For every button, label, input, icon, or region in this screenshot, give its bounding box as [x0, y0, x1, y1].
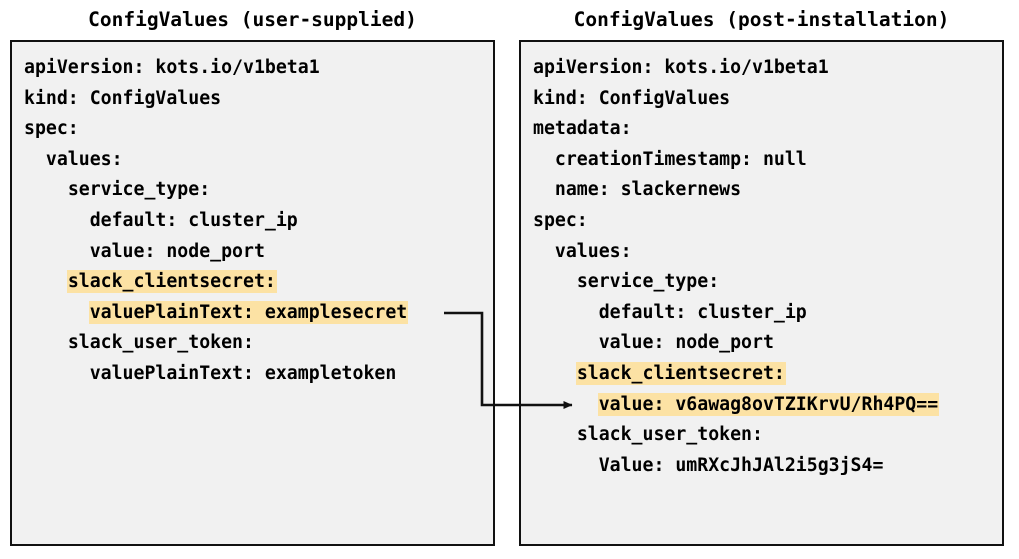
yaml-text: service_type:	[576, 271, 720, 293]
yaml-line: apiVersion: kots.io/v1beta1	[533, 53, 998, 84]
yaml-line: name: slackernews	[533, 175, 998, 206]
yaml-indent	[24, 149, 46, 170]
yaml-line: values:	[533, 237, 998, 268]
yaml-text: values:	[45, 148, 123, 170]
yaml-text-highlighted: valuePlainText: examplesecret	[89, 301, 408, 323]
yaml-line: spec:	[24, 114, 489, 145]
left-panel-configvalues-user-supplied: apiVersion: kots.io/v1beta1 kind: ConfigV…	[10, 40, 495, 546]
yaml-indent	[533, 302, 599, 323]
yaml-indent	[24, 271, 68, 292]
yaml-line: slack_user_token:	[533, 420, 998, 451]
left-panel-yaml-code: apiVersion: kots.io/v1beta1 kind: ConfigV…	[24, 53, 489, 390]
yaml-indent	[533, 424, 577, 445]
yaml-text: name: slackernews	[554, 179, 742, 201]
yaml-line: metadata:	[533, 114, 998, 145]
yaml-text: value: node_port	[89, 240, 265, 262]
yaml-text-highlighted: value: v6awag8ovTZIKrvU/Rh4PQ==	[598, 393, 939, 415]
yaml-text: creationTimestamp: null	[554, 148, 807, 170]
yaml-line: slack_clientsecret:	[24, 267, 489, 298]
yaml-text: value: node_port	[598, 332, 774, 354]
yaml-text: spec:	[24, 118, 79, 140]
left-panel-title: ConfigValues (user-supplied)	[88, 8, 417, 31]
yaml-indent	[533, 149, 555, 170]
yaml-text: metadata:	[533, 118, 632, 140]
yaml-line: service_type:	[533, 267, 998, 298]
yaml-text-highlighted: slack_clientsecret:	[576, 362, 785, 384]
yaml-text: kind: ConfigValues	[24, 87, 222, 109]
yaml-indent	[533, 241, 555, 262]
right-panel-configvalues-post-installation: apiVersion: kots.io/v1beta1 kind: ConfigV…	[519, 40, 1004, 546]
yaml-line: value: node_port	[24, 237, 489, 268]
yaml-line: spec:	[533, 206, 998, 237]
yaml-text: valuePlainText: exampletoken	[89, 362, 397, 384]
yaml-indent	[533, 363, 577, 384]
yaml-line: valuePlainText: examplesecret	[24, 298, 489, 329]
yaml-text: default: cluster_ip	[89, 209, 298, 231]
yaml-text: default: cluster_ip	[598, 301, 807, 323]
yaml-indent	[24, 302, 90, 323]
yaml-indent	[24, 332, 68, 353]
yaml-indent	[24, 179, 68, 200]
yaml-indent	[24, 363, 90, 384]
yaml-line: Value: umRXcJhJAl2i5g3jS4=	[533, 451, 998, 482]
yaml-line: kind: ConfigValues	[533, 84, 998, 115]
yaml-text-highlighted: slack_clientsecret:	[67, 271, 276, 293]
yaml-text: apiVersion: kots.io/v1beta1	[533, 57, 829, 78]
yaml-line: slack_user_token:	[24, 328, 489, 359]
yaml-indent	[533, 332, 599, 353]
yaml-text: slack_user_token:	[576, 424, 763, 446]
yaml-text: slack_user_token:	[67, 332, 254, 354]
yaml-line: slack_clientsecret:	[533, 359, 998, 390]
yaml-text: values:	[554, 240, 632, 262]
yaml-line: creationTimestamp: null	[533, 145, 998, 176]
yaml-line: default: cluster_ip	[24, 206, 489, 237]
yaml-line: valuePlainText: exampletoken	[24, 359, 489, 390]
yaml-indent	[533, 455, 599, 476]
yaml-line: service_type:	[24, 175, 489, 206]
yaml-line: kind: ConfigValues	[24, 84, 489, 115]
yaml-text: apiVersion: kots.io/v1beta1	[24, 57, 320, 78]
yaml-line: value: v6awag8ovTZIKrvU/Rh4PQ==	[533, 390, 998, 421]
right-panel-title: ConfigValues (post-installation)	[573, 8, 950, 31]
yaml-line: apiVersion: kots.io/v1beta1	[24, 53, 489, 84]
yaml-indent	[24, 241, 90, 262]
yaml-text: kind: ConfigValues	[533, 87, 731, 109]
right-panel-yaml-code: apiVersion: kots.io/v1beta1 kind: ConfigV…	[533, 53, 998, 481]
yaml-indent	[533, 394, 599, 415]
yaml-text: service_type:	[67, 179, 211, 201]
yaml-text: Value: umRXcJhJAl2i5g3jS4=	[598, 454, 884, 476]
yaml-text: spec:	[533, 209, 588, 231]
yaml-indent	[533, 271, 577, 292]
yaml-indent	[24, 210, 90, 231]
yaml-indent	[533, 179, 555, 200]
yaml-line: value: node_port	[533, 328, 998, 359]
yaml-line: values:	[24, 145, 489, 176]
yaml-line: default: cluster_ip	[533, 298, 998, 329]
